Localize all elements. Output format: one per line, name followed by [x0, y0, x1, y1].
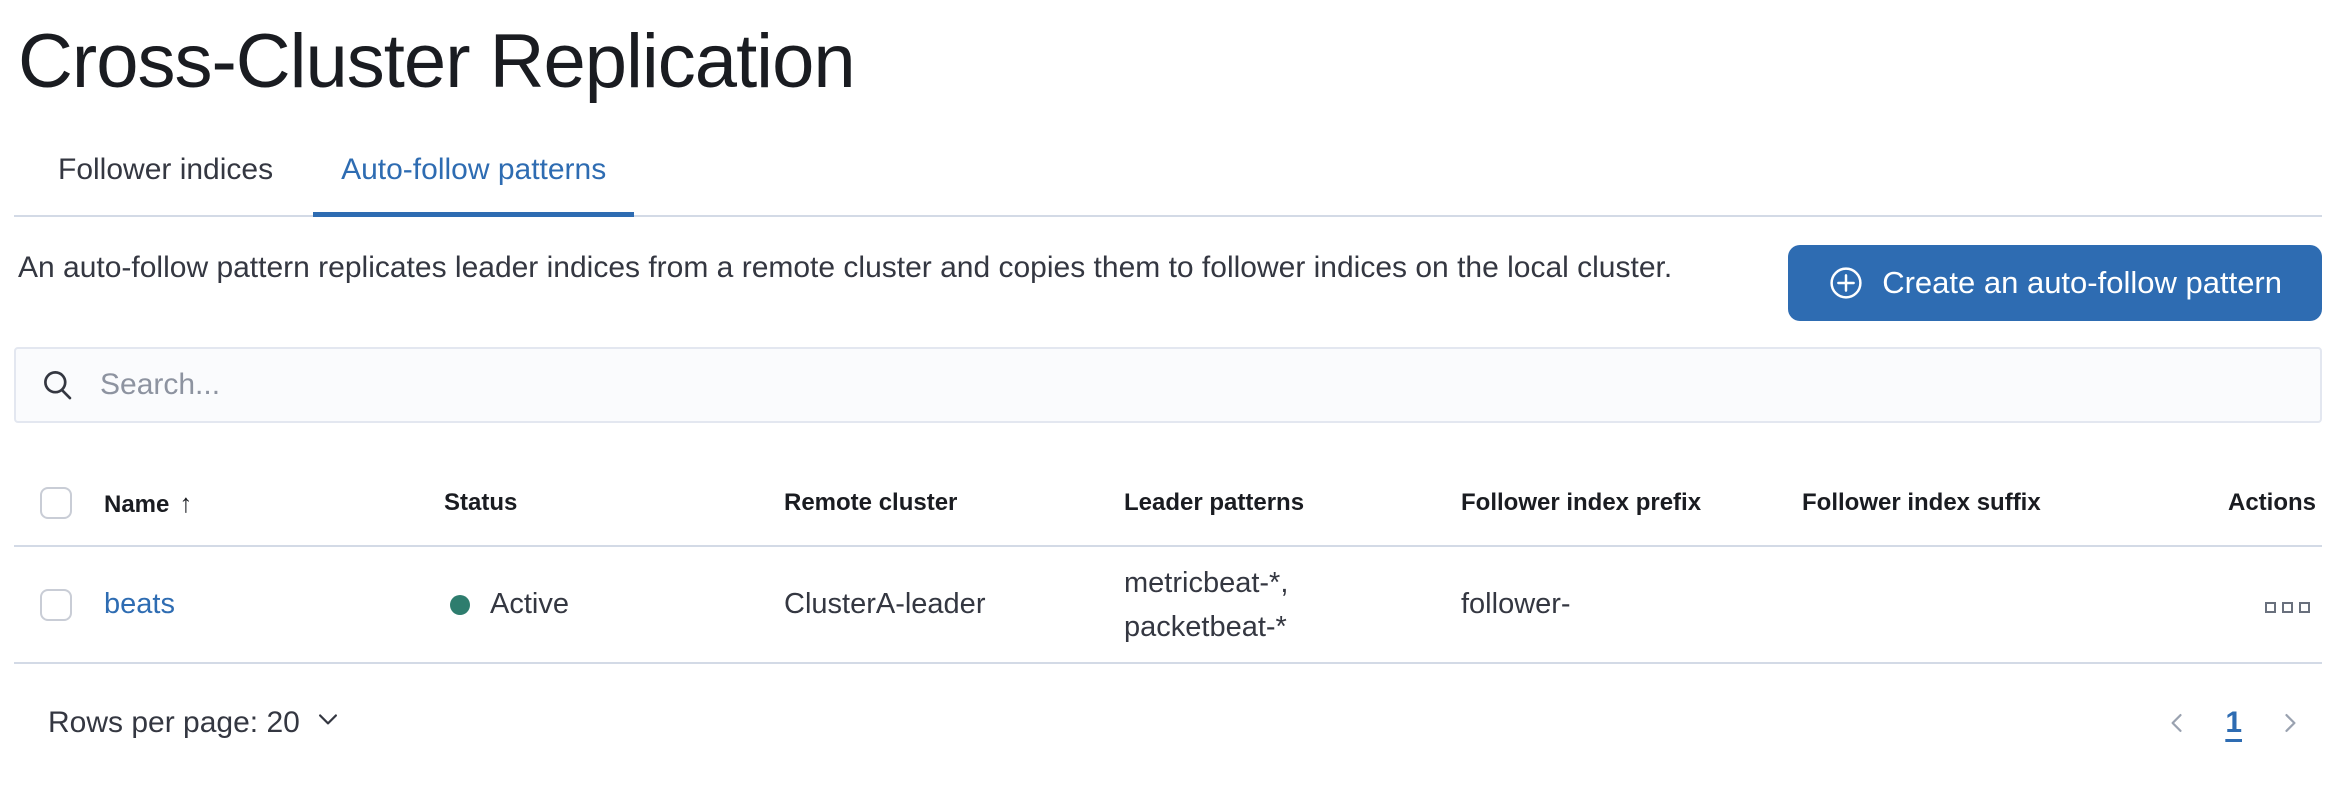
- select-all-cell: [14, 461, 104, 547]
- tab-auto-follow-patterns[interactable]: Auto-follow patterns: [313, 152, 635, 217]
- create-auto-follow-pattern-button[interactable]: Create an auto-follow pattern: [1788, 245, 2322, 321]
- page-number-1[interactable]: 1: [2225, 706, 2242, 739]
- status-label: Active: [490, 588, 569, 620]
- column-header-leader-patterns: Leader patterns: [1124, 461, 1461, 547]
- page-description: An auto-follow pattern replicates leader…: [18, 251, 1673, 284]
- column-header-follower-index-suffix: Follower index suffix: [1802, 461, 2143, 547]
- chevron-down-icon: [314, 705, 342, 741]
- tab-bar: Follower indices Auto-follow patterns: [14, 152, 2322, 217]
- status-active-dot-icon: [450, 594, 470, 615]
- next-page-button[interactable]: [2272, 705, 2308, 741]
- select-all-checkbox[interactable]: [40, 487, 72, 519]
- pattern-name-link[interactable]: beats: [104, 588, 175, 620]
- chevron-left-icon: [2163, 709, 2191, 737]
- search-input[interactable]: [98, 367, 2296, 403]
- search-icon: [40, 367, 76, 403]
- search-bar: [14, 347, 2322, 423]
- pagination: 1: [2159, 705, 2308, 741]
- chevron-right-icon: [2276, 709, 2304, 737]
- plus-in-circle-icon: [1828, 265, 1864, 301]
- cell-follower-index-prefix: follower-: [1461, 546, 1802, 664]
- table-footer: Rows per page: 20 1: [14, 704, 2322, 742]
- cell-actions: [2143, 546, 2322, 664]
- leader-pattern-line: metricbeat-*,: [1124, 566, 1289, 599]
- boxes-horizontal-icon: [2282, 602, 2293, 613]
- cross-cluster-replication-page: Cross-Cluster Replication Follower indic…: [0, 14, 2336, 742]
- auto-follow-patterns-table: Name↑ Status Remote cluster Leader patte…: [14, 461, 2322, 664]
- column-header-name[interactable]: Name↑: [104, 461, 444, 547]
- cell-leader-patterns: metricbeat-*, packetbeat-*: [1124, 546, 1461, 664]
- column-header-remote-cluster: Remote cluster: [784, 461, 1124, 547]
- page-title: Cross-Cluster Replication: [18, 19, 856, 104]
- create-button-label: Create an auto-follow pattern: [1882, 265, 2282, 300]
- table-row: beats Active ClusterA-leader metricbeat-…: [14, 546, 2322, 664]
- boxes-horizontal-icon: [2299, 602, 2310, 613]
- rows-per-page-button[interactable]: Rows per page: 20: [42, 704, 348, 742]
- rows-per-page-label: Rows per page: 20: [48, 706, 300, 739]
- leader-pattern-line: packetbeat-*: [1124, 610, 1287, 643]
- select-row-cell: [14, 546, 104, 664]
- row-actions-menu-button[interactable]: [2259, 596, 2316, 619]
- intro-row: An auto-follow pattern replicates leader…: [14, 245, 2322, 321]
- column-header-actions: Actions: [2143, 461, 2322, 547]
- boxes-horizontal-icon: [2265, 602, 2276, 613]
- select-row-checkbox[interactable]: [40, 588, 72, 621]
- previous-page-button[interactable]: [2159, 705, 2195, 741]
- column-header-follower-index-prefix: Follower index prefix: [1461, 461, 1802, 547]
- tab-follower-indices[interactable]: Follower indices: [58, 153, 274, 186]
- cell-remote-cluster: ClusterA-leader: [784, 546, 1124, 664]
- cell-name: beats: [104, 546, 444, 664]
- sort-ascending-icon: ↑: [179, 487, 193, 518]
- table-header-row: Name↑ Status Remote cluster Leader patte…: [14, 461, 2322, 547]
- column-header-status: Status: [444, 461, 784, 547]
- cell-follower-index-suffix: [1802, 546, 2143, 664]
- cell-status: Active: [444, 546, 784, 664]
